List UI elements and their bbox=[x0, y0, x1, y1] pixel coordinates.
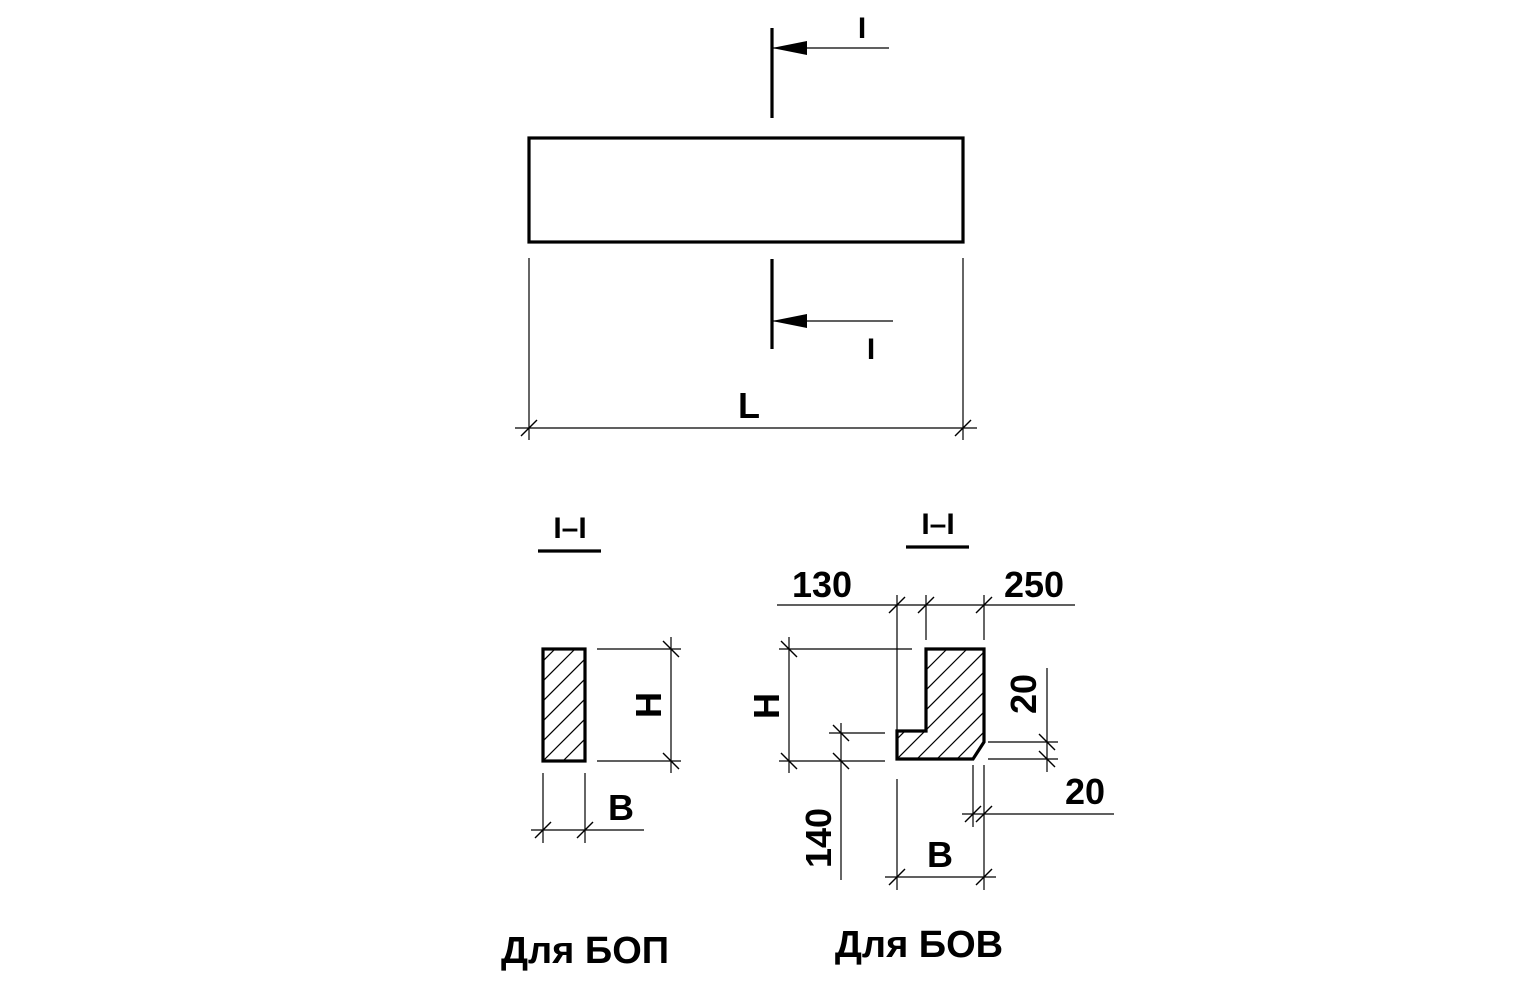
section-bop: I–I H bbox=[501, 512, 681, 972]
plan-view: I I L bbox=[515, 12, 977, 440]
bov-dim-140: 140 bbox=[798, 808, 839, 868]
bov-profile bbox=[895, 647, 986, 761]
svg-text:I–I: I–I bbox=[553, 512, 586, 545]
bov-dim-20-vertical: 20 bbox=[1003, 674, 1044, 714]
bop-hatch bbox=[543, 649, 585, 761]
section-mark-bottom: I bbox=[867, 333, 875, 366]
section-arrow-top-icon bbox=[772, 41, 807, 55]
section-arrow-bottom-icon bbox=[772, 314, 807, 328]
bov-hatch bbox=[897, 649, 984, 759]
length-label: L bbox=[738, 385, 760, 426]
bop-height-label: H bbox=[628, 692, 669, 718]
bov-dim-130: 130 bbox=[792, 564, 852, 605]
bop-width-dimension: B bbox=[531, 773, 644, 843]
section-bov: I–I 130 bbox=[746, 508, 1114, 966]
bop-height-dimension: H bbox=[597, 637, 681, 773]
section-bop-title: I–I bbox=[538, 512, 601, 553]
bov-dim-20-vertical-dimension: 20 bbox=[988, 668, 1058, 772]
bov-dim-250: 250 bbox=[1004, 564, 1064, 605]
svg-text:I–I: I–I bbox=[921, 508, 954, 541]
bov-caption: Для БОВ bbox=[835, 924, 1003, 966]
length-dimension: L bbox=[515, 258, 977, 440]
bov-width-dimension: B bbox=[885, 765, 996, 890]
bop-caption: Для БОП bbox=[501, 930, 669, 972]
bov-height-dimension: H bbox=[746, 637, 912, 773]
bov-dim-20-horizontal: 20 bbox=[1065, 771, 1105, 812]
bov-width-label: B bbox=[927, 834, 953, 875]
section-cut-bottom: I bbox=[770, 259, 893, 366]
bop-profile bbox=[541, 647, 587, 763]
bov-top-dimension-chain: 130 250 bbox=[777, 564, 1075, 759]
bov-height-label: H bbox=[746, 693, 787, 719]
section-bov-title: I–I bbox=[906, 508, 969, 549]
section-mark-top: I bbox=[858, 12, 866, 45]
block-plan-outline bbox=[527, 136, 965, 244]
bov-dim-140-dimension: 140 bbox=[798, 723, 885, 880]
bov-dim-20-horizontal-dimension: 20 bbox=[962, 765, 1114, 827]
bop-width-label: B bbox=[608, 787, 634, 828]
section-cut-top: I bbox=[770, 12, 889, 118]
